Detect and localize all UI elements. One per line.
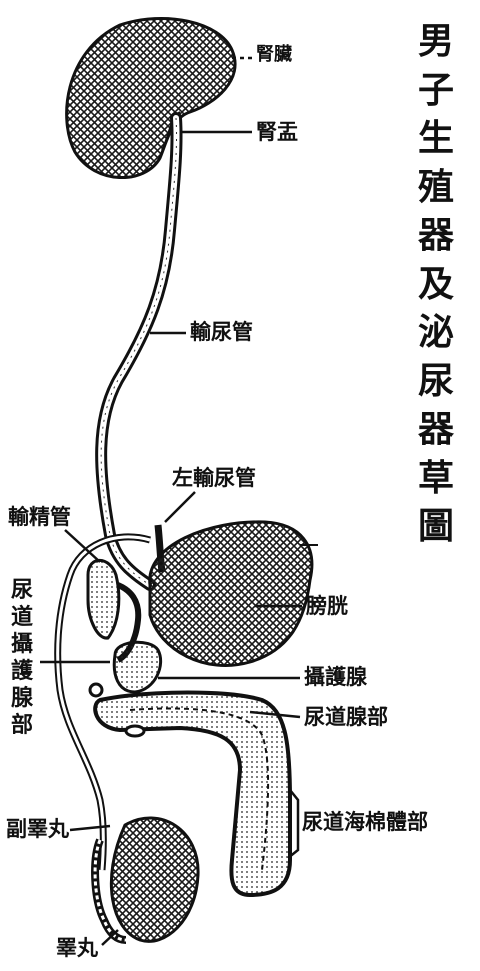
ureter [101, 118, 176, 585]
label-spongy-urethra: 尿道海棉體部 [302, 812, 428, 833]
label-prostatic-urethra: 尿道腺部 [304, 707, 388, 728]
testis [95, 818, 198, 941]
label-vas-deferens: 輸精管 [8, 507, 71, 528]
diagram-title: 男子生殖器及泌尿器草圖 [414, 24, 458, 558]
label-kidney: 腎臟 [256, 46, 292, 64]
label-renal-pelvis: 腎盂 [256, 122, 298, 143]
kidney [67, 18, 235, 177]
bladder [150, 522, 318, 666]
label-left-ureter: 左輸尿管 [172, 468, 256, 489]
label-testis: 睪丸 [56, 938, 98, 959]
label-epididymis: 副睪丸 [6, 819, 69, 840]
label-bladder: 膀胱 [306, 596, 348, 617]
label-prostatic-urethra-side: 尿道攝護腺部 [8, 580, 36, 742]
prostate [114, 642, 160, 692]
label-prostate: 攝護腺 [304, 667, 367, 688]
label-ureter: 輸尿管 [190, 322, 253, 343]
